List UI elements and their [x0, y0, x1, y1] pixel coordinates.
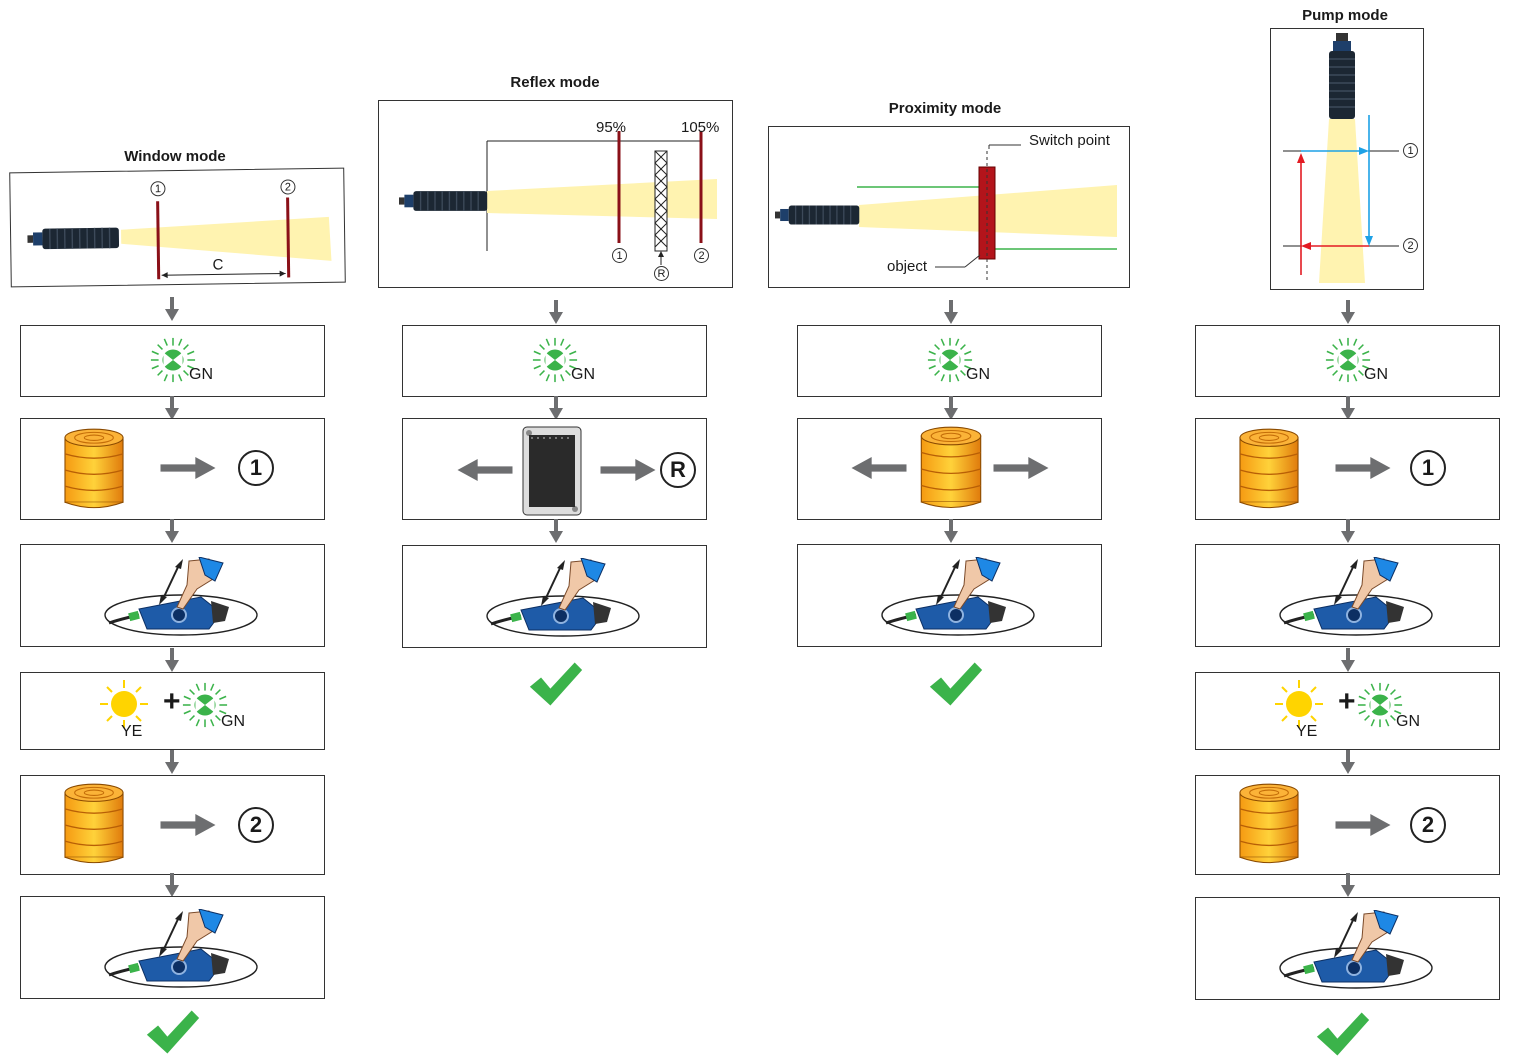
- proximity-step-led-green: GN: [797, 325, 1102, 397]
- arrow-down-icon: [165, 750, 179, 774]
- pump-point-1: 1: [1403, 143, 1418, 158]
- arrow-down-icon: [549, 396, 563, 420]
- proximity-step-object: [797, 418, 1102, 520]
- reflex-gn-label: GN: [571, 366, 595, 383]
- target-object-icon: [918, 425, 984, 513]
- arrow-right-icon: [992, 457, 1050, 479]
- reflex-step-reflector: R: [402, 418, 707, 520]
- arrow-down-icon: [165, 519, 179, 543]
- reflector-icon: [522, 426, 582, 516]
- window-step-2-badge: 2: [238, 807, 274, 843]
- pump-mode-title: Pump mode: [1302, 7, 1388, 24]
- checkmark-icon: [928, 660, 984, 708]
- window-step-led-green: GN: [20, 325, 325, 397]
- arrow-down-icon: [549, 519, 563, 543]
- plus-sign: +: [1338, 685, 1356, 718]
- sensor-button-hand-icon: [878, 557, 1038, 637]
- arrow-down-icon: [549, 300, 563, 324]
- reflex-mode-diagram: 95% 105% 1 2 R: [378, 100, 733, 288]
- target-object-icon: [61, 427, 127, 513]
- arrow-down-icon: [944, 519, 958, 543]
- target-object-icon: [1236, 782, 1302, 868]
- arrow-down-icon: [944, 396, 958, 420]
- arrow-right-icon: [599, 459, 657, 481]
- reflex-point-1: 1: [612, 248, 627, 263]
- object-label: object: [887, 258, 928, 275]
- plus-sign: +: [163, 685, 181, 718]
- target-object-icon: [61, 782, 127, 868]
- window-step-press-button: [20, 544, 325, 647]
- arrow-right-icon: [1334, 457, 1392, 479]
- pump-gn-label-2: GN: [1396, 713, 1420, 730]
- pump-gn-label: GN: [1364, 366, 1388, 383]
- arrow-down-icon: [165, 297, 179, 321]
- pump-step-led-yellow-green: YE + GN: [1195, 672, 1500, 750]
- pump-step-object-1: 1: [1195, 418, 1500, 520]
- proximity-gn-label: GN: [966, 366, 990, 383]
- switch-point-label: Switch point: [1029, 132, 1110, 149]
- window-distance-label: C: [212, 256, 224, 274]
- pump-step-press-button-2: [1195, 897, 1500, 1000]
- pump-step-1-badge: 1: [1410, 450, 1446, 486]
- proximity-mode-title: Proximity mode: [888, 100, 1002, 117]
- arrow-down-icon: [944, 300, 958, 324]
- pump-mode-diagram: 1 2: [1270, 28, 1424, 290]
- sensor-button-hand-icon: [1276, 910, 1436, 990]
- arrow-down-icon: [165, 648, 179, 672]
- pump-ye-label: YE: [1296, 723, 1318, 740]
- arrow-down-icon: [1341, 750, 1355, 774]
- pump-step-2-badge: 2: [1410, 807, 1446, 843]
- pump-point-2: 2: [1403, 238, 1418, 253]
- window-point-1: 1: [150, 181, 166, 197]
- sensor-button-hand-icon: [101, 557, 261, 637]
- checkmark-icon: [145, 1008, 201, 1056]
- window-step-object-2: 2: [20, 775, 325, 875]
- window-step-1-badge: 1: [238, 450, 274, 486]
- pump-step-object-2: 2: [1195, 775, 1500, 875]
- reflex-step-r-badge: R: [660, 452, 696, 488]
- reflex-point-r: R: [654, 266, 669, 281]
- window-step-led-yellow-green: YE + GN: [20, 672, 325, 750]
- window-mode-title: Window mode: [124, 148, 226, 165]
- arrow-down-icon: [165, 396, 179, 420]
- reflex-step-led-green: GN: [402, 325, 707, 397]
- window-gn-label: GN: [189, 366, 213, 383]
- led-yellow-icon: [1274, 679, 1324, 729]
- reflex-105-label: 105%: [681, 119, 720, 136]
- window-ye-label: YE: [121, 723, 143, 740]
- pump-step-led-green: GN: [1195, 325, 1500, 397]
- proximity-mode-diagram: Switch point object: [768, 126, 1130, 288]
- arrow-right-icon: [159, 814, 217, 836]
- arrow-down-icon: [1341, 300, 1355, 324]
- arrow-right-icon: [159, 457, 217, 479]
- pump-step-press-button: [1195, 544, 1500, 647]
- led-yellow-icon: [99, 679, 149, 729]
- target-object-icon: [1236, 427, 1302, 513]
- window-step-object-1: 1: [20, 418, 325, 520]
- sensor-button-hand-icon: [1276, 557, 1436, 637]
- reflex-step-press-button: [402, 545, 707, 648]
- arrow-down-icon: [1341, 519, 1355, 543]
- window-step-press-button-2: [20, 896, 325, 999]
- arrow-down-icon: [1341, 648, 1355, 672]
- sensor-button-hand-icon: [101, 909, 261, 989]
- checkmark-icon: [1315, 1010, 1371, 1058]
- reflex-mode-title: Reflex mode: [510, 74, 600, 91]
- arrow-down-icon: [1341, 396, 1355, 420]
- checkmark-icon: [528, 660, 584, 708]
- arrow-left-icon: [850, 457, 908, 479]
- reflex-point-2: 2: [694, 248, 709, 263]
- window-gn-label-2: GN: [221, 713, 245, 730]
- arrow-down-icon: [165, 873, 179, 897]
- reflex-95-label: 95%: [596, 119, 627, 136]
- window-point-2: 2: [280, 179, 296, 195]
- arrow-down-icon: [1341, 873, 1355, 897]
- arrow-right-icon: [1334, 814, 1392, 836]
- sensor-button-hand-icon: [483, 558, 643, 638]
- arrow-left-icon: [455, 459, 515, 481]
- proximity-step-press-button: [797, 544, 1102, 647]
- window-mode-diagram: 1 2 C: [9, 167, 346, 288]
